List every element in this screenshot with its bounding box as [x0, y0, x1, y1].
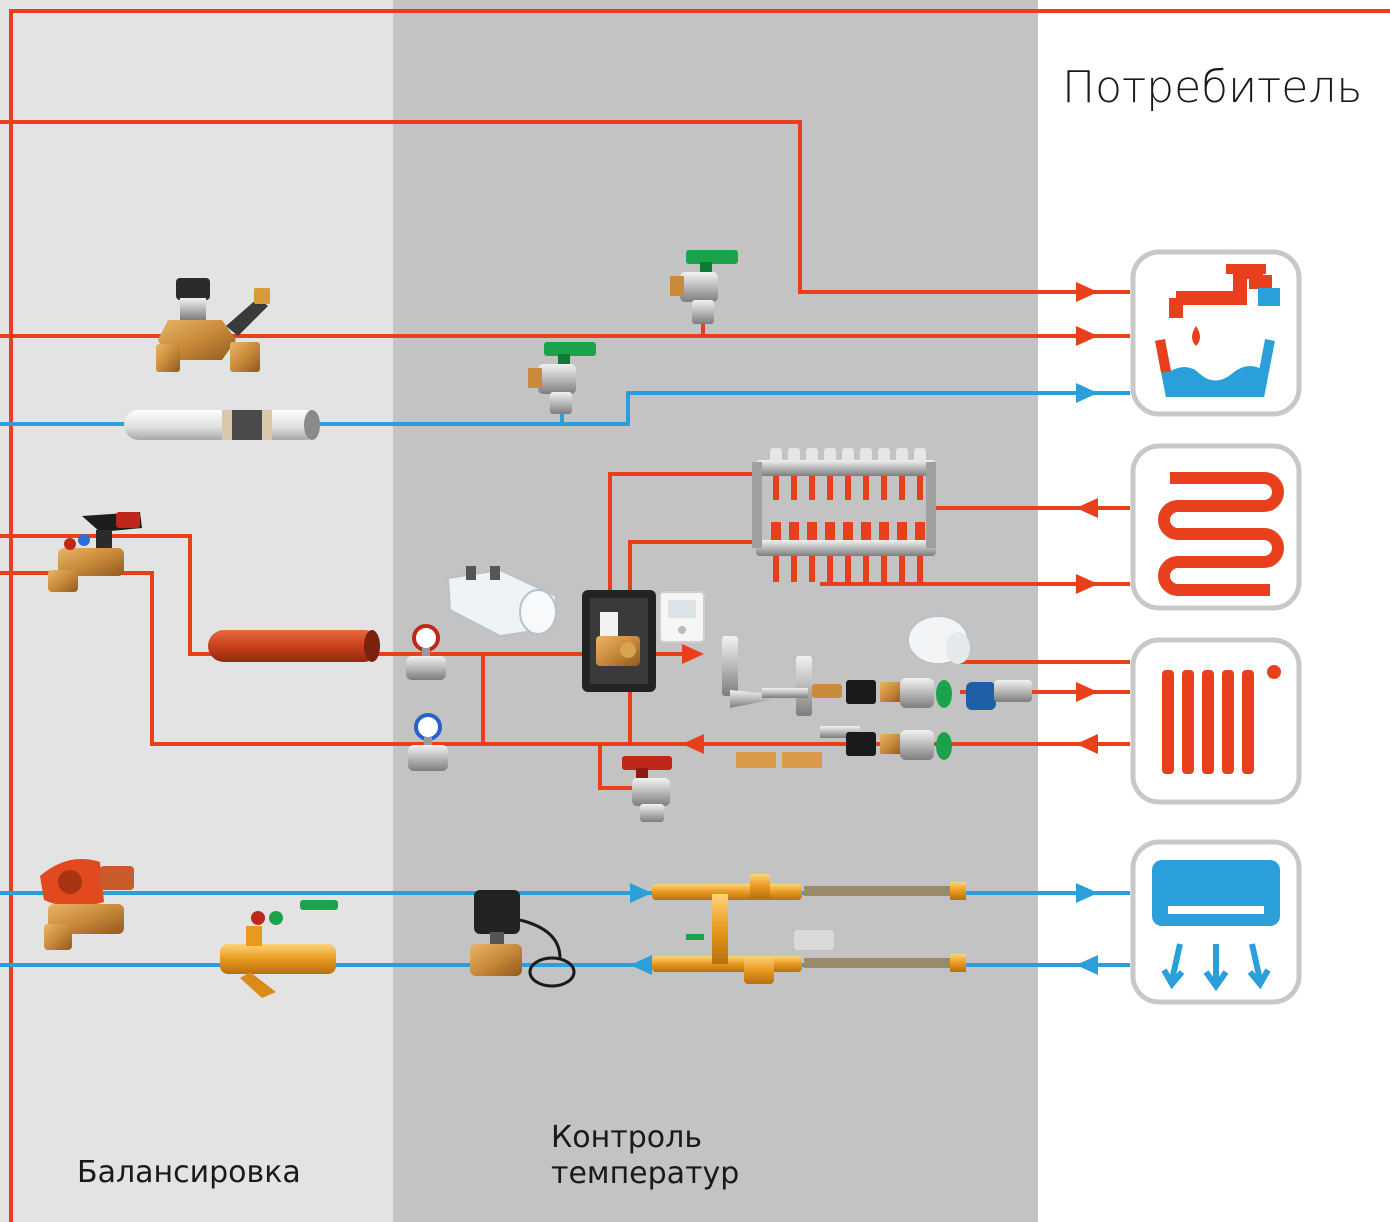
room-thermostat-icon	[659, 591, 705, 643]
manifold-outlet	[881, 476, 887, 500]
floor-manifold-icon	[752, 460, 936, 556]
arrow-left	[682, 734, 704, 754]
manifold-outlet	[899, 476, 905, 500]
manifold-flowmeter	[771, 522, 781, 540]
radiator-icon	[1130, 637, 1302, 805]
manifold-flowmeter	[807, 522, 817, 540]
manifold-outlet	[827, 556, 833, 582]
balancing-valve-icon	[156, 278, 270, 372]
manifold-cap	[842, 448, 854, 462]
manifold-outlets	[770, 448, 926, 582]
manifold-cap	[914, 448, 926, 462]
pressure-independent-valve-icon	[40, 859, 134, 950]
radiator-valve-icon	[846, 730, 952, 760]
manifold-cap	[896, 448, 908, 462]
manifold-outlet	[845, 476, 851, 500]
manifold-flowmeter	[861, 522, 871, 540]
manifold-outlet	[863, 476, 869, 500]
manifold-outlet	[791, 556, 797, 582]
arrow-left	[1076, 955, 1098, 975]
manifold-flowmeter	[843, 522, 853, 540]
ball-valve-green-icon	[528, 342, 596, 414]
consumer-heading: Потребитель	[1062, 62, 1363, 113]
consumer-zone	[1038, 0, 1390, 1222]
arrow-right	[1076, 682, 1098, 702]
manifold-outlet	[827, 476, 833, 500]
arrow-right	[1076, 326, 1098, 346]
manifold-flowmeter	[825, 522, 835, 540]
arrow-left	[630, 955, 652, 975]
radiator-valve-icon	[846, 678, 952, 708]
arrow-left	[1076, 734, 1098, 754]
thermostatic-head-icon	[446, 566, 558, 638]
manifold-outlet	[881, 556, 887, 582]
manifold-outlet	[809, 476, 815, 500]
partner-valve-icon	[48, 512, 142, 592]
arrow-right	[1076, 883, 1098, 903]
main-riser-pipe	[9, 9, 1390, 1222]
insulated-pipe-icon	[124, 410, 320, 440]
manifold-outlet	[917, 476, 923, 500]
balancing-heading: Балансировка	[77, 1155, 301, 1190]
radiator-angle-valve-icon	[966, 680, 1032, 710]
manifold-outlet	[773, 556, 779, 582]
manifold-outlet	[863, 556, 869, 582]
underfloor-heating-icon	[1130, 443, 1302, 611]
hot-water-supply-pipe	[0, 120, 1130, 294]
strainer-valve-icon	[220, 900, 338, 998]
manifold-flowmeter	[915, 522, 925, 540]
manifold-cap	[770, 448, 782, 462]
radiator-connection-icon	[722, 636, 860, 738]
arrow-right	[1076, 574, 1098, 594]
manifold-outlet	[809, 556, 815, 582]
arrow-right	[1076, 383, 1098, 403]
arrow-right	[1076, 282, 1098, 302]
mixer-supply-riser	[608, 472, 760, 600]
manifold-cap	[806, 448, 818, 462]
temperature-control-heading: Контроль температур	[551, 1120, 740, 1191]
hot-water-tap-icon	[1130, 249, 1302, 417]
manifold-outlet	[791, 476, 797, 500]
manifold-outlet	[845, 556, 851, 582]
manifold-outlet	[773, 476, 779, 500]
ball-valve-red-icon	[622, 756, 672, 822]
thermostatic-head-icon	[907, 615, 970, 665]
mixing-unit-icon	[582, 590, 656, 692]
arrow-right	[630, 883, 652, 903]
manifold-flowmeter	[897, 522, 907, 540]
thermometer-valve-icon	[406, 624, 446, 680]
motorized-valve-icon	[470, 890, 576, 988]
thermometer-valve-icon	[408, 713, 448, 771]
manifold-outlet	[899, 556, 905, 582]
mounting-plate-icon	[736, 752, 822, 768]
manifold-cap	[860, 448, 872, 462]
manifold-cap	[788, 448, 800, 462]
manifold-flowmeter	[879, 522, 889, 540]
fan-coil-connection-kit-icon	[652, 874, 966, 984]
manifold-cap	[878, 448, 890, 462]
manifold-outlet	[917, 556, 923, 582]
flow-arrows	[630, 282, 1098, 975]
balancing-zone	[0, 0, 393, 1222]
balcony-drain-pipe	[598, 744, 640, 790]
orange-insulated-pipe-icon	[208, 630, 380, 662]
arrow-left	[1076, 498, 1098, 518]
manifold-flowmeter	[789, 522, 799, 540]
manifold-cap	[824, 448, 836, 462]
arrow-right	[682, 644, 704, 664]
air-conditioner-icon	[1130, 839, 1302, 1005]
ball-valve-green-icon	[670, 250, 738, 324]
